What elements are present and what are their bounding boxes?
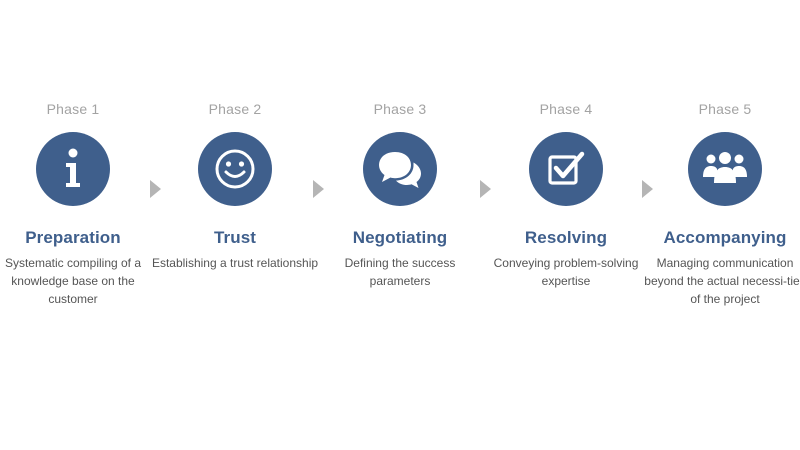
phase-label: Phase 1 bbox=[46, 101, 100, 117]
phase-icon-circle bbox=[688, 132, 762, 206]
checkbox-icon bbox=[548, 151, 585, 185]
phase-description: Managing communication beyond the actual… bbox=[644, 256, 800, 306]
phase-description: Systematic compiling of a knowledge base… bbox=[4, 256, 142, 306]
phase-label: Phase 2 bbox=[208, 101, 262, 117]
phase-title: Negotiating bbox=[352, 228, 448, 247]
phase-label: Phase 5 bbox=[698, 101, 752, 117]
phase-3: Phase 3 Negotiating Defining the success… bbox=[315, 98, 485, 290]
phase-4: Phase 4 Resolving Conveying problem-solv… bbox=[481, 98, 651, 290]
phase-icon-circle bbox=[363, 132, 437, 206]
arrow-right-icon bbox=[150, 180, 161, 198]
phase-title: Resolving bbox=[524, 228, 608, 247]
phase-description: Establishing a trust relationship bbox=[151, 256, 319, 270]
phase-description: Defining the success parameters bbox=[344, 256, 456, 288]
info-icon bbox=[66, 148, 80, 187]
smiley-icon bbox=[215, 149, 255, 189]
phase-1: Phase 1 Preparation Systematic compiling… bbox=[0, 98, 158, 308]
arrow-right-icon bbox=[313, 180, 324, 198]
phase-title: Trust bbox=[213, 228, 257, 247]
arrow-right-icon bbox=[642, 180, 653, 198]
phase-icon-circle bbox=[36, 132, 110, 206]
phase-label: Phase 4 bbox=[539, 101, 593, 117]
arrow-right-icon bbox=[480, 180, 491, 198]
chat-bubbles-icon bbox=[379, 152, 421, 188]
phase-icon-circle bbox=[198, 132, 272, 206]
group-icon bbox=[703, 152, 747, 183]
phase-2: Phase 2 Trust Establishing a trust relat… bbox=[150, 98, 320, 272]
phase-title: Accompanying bbox=[663, 228, 787, 247]
phase-5: Phase 5 Accompanying Managing communicat… bbox=[640, 98, 800, 308]
phase-icon-circle bbox=[529, 132, 603, 206]
phase-label: Phase 3 bbox=[373, 101, 427, 117]
phase-description: Conveying problem-solving expertise bbox=[493, 256, 639, 288]
phase-title: Preparation bbox=[25, 228, 121, 247]
